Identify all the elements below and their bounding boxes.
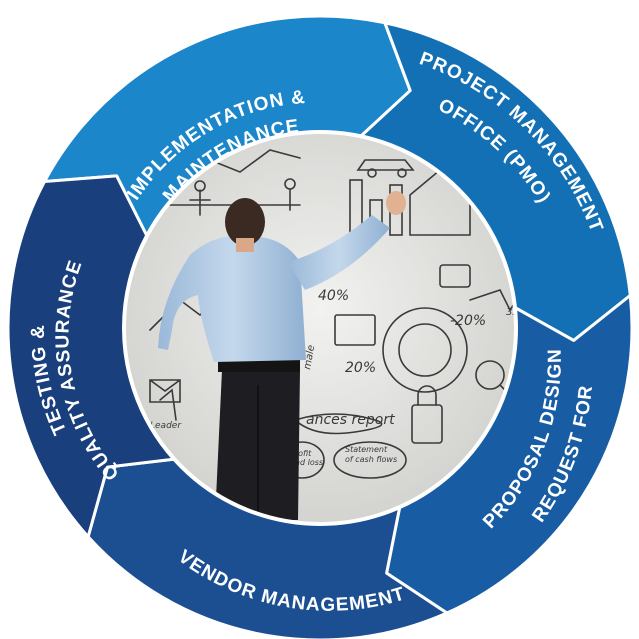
svg-text:of cash flows: of cash flows	[345, 455, 397, 464]
svg-text:-20%: -20%	[450, 313, 486, 329]
businessman	[158, 191, 406, 520]
svg-text:40%: 40%	[318, 288, 349, 304]
svg-text:33%: 33%	[506, 307, 528, 318]
svg-text:Leader: Leader	[150, 421, 182, 431]
svg-text:20%: 20%	[345, 360, 376, 376]
businessman-at-whiteboard-photo: 40% 20% -20% 33% ances report Profit and…	[124, 132, 528, 524]
svg-text:ances report: ances report	[306, 412, 395, 428]
svg-text:and loss: and loss	[290, 458, 323, 467]
svg-text:male: male	[302, 344, 317, 370]
svg-text:Statement: Statement	[345, 445, 388, 454]
svg-text:Profit: Profit	[290, 449, 312, 458]
